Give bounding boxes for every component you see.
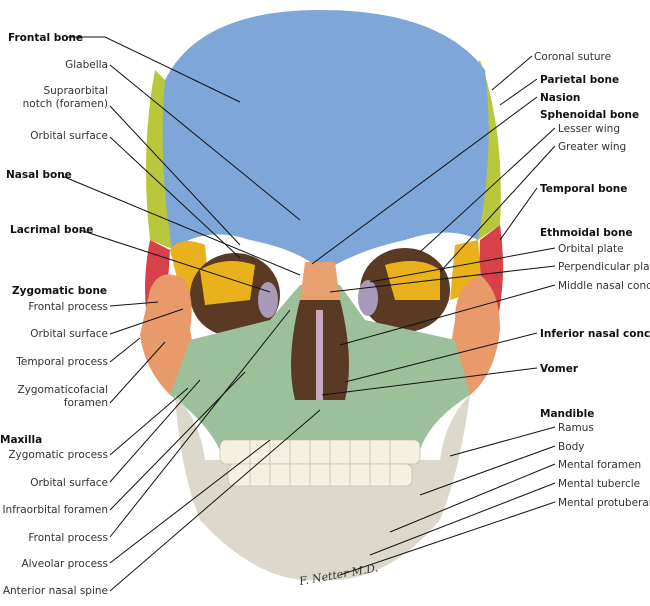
label-zyg-frontal-process: Frontal process bbox=[28, 301, 108, 313]
ethmoid-left bbox=[258, 282, 278, 318]
leader-orbital-plate bbox=[369, 247, 556, 283]
leader-lacrimal-bone bbox=[79, 229, 271, 293]
label-max-alveolar-process: Alveolar process bbox=[21, 558, 108, 570]
label-coronal-suture: Coronal suture bbox=[534, 51, 611, 63]
label-mental-foramen: Mental foramen bbox=[558, 459, 641, 471]
ethmoid-right bbox=[358, 280, 378, 316]
label-sphenoidal-bone: Sphenoidal bone bbox=[540, 109, 639, 121]
leader-max-zygomatic-process bbox=[109, 387, 189, 456]
leader-zygomaticofacial bbox=[109, 341, 166, 404]
label-ramus: Ramus bbox=[558, 422, 594, 434]
leader-max-orbital-surface bbox=[109, 379, 201, 483]
leader-zyg-orbital-surface bbox=[109, 308, 184, 335]
leader-perpendicular-plate bbox=[329, 265, 556, 293]
label-nasion: Nasion bbox=[540, 92, 580, 104]
label-supraorbital-1: Supraorbital bbox=[43, 85, 108, 97]
label-ethmoidal-bone: Ethmoidal bone bbox=[540, 227, 633, 239]
label-mental-protuberance: Mental protuberance bbox=[558, 497, 650, 509]
leader-middle-nasal-concha bbox=[339, 284, 556, 346]
leader-inferior-nasal-concha bbox=[344, 332, 538, 383]
leader-vomer bbox=[321, 367, 538, 396]
vomer-septum bbox=[316, 310, 323, 400]
leader-frontal-bone bbox=[68, 36, 241, 103]
label-max-frontal-process: Frontal process bbox=[28, 532, 108, 544]
teeth bbox=[219, 439, 421, 487]
leader-max-anterior-nasal-spine bbox=[109, 409, 321, 592]
label-temporal-bone: Temporal bone bbox=[540, 183, 627, 195]
left-labels: Frontal bone Glabella Supraorbital notch… bbox=[0, 32, 108, 597]
label-mental-tubercle: Mental tubercle bbox=[558, 478, 640, 490]
frontal-bone bbox=[162, 10, 489, 268]
label-orbital-plate: Orbital plate bbox=[558, 243, 624, 255]
leader-greater-wing bbox=[439, 145, 556, 273]
leader-mental-protuberance bbox=[339, 501, 556, 576]
leader-supraorbital bbox=[109, 105, 241, 246]
leader-mental-tubercle bbox=[369, 482, 556, 556]
label-maxilla: Maxilla bbox=[0, 434, 42, 446]
label-lesser-wing: Lesser wing bbox=[558, 123, 620, 135]
leader-glabella bbox=[109, 64, 301, 221]
label-zygomaticofacial-2: foramen bbox=[64, 397, 108, 409]
label-lacrimal-bone: Lacrimal bone bbox=[10, 224, 93, 236]
leader-zyg-temporal-process bbox=[109, 337, 141, 363]
label-perpendicular-plate: Perpendicular plate bbox=[558, 261, 650, 273]
label-max-anterior-nasal-spine: Anterior nasal spine bbox=[3, 585, 108, 597]
label-vomer: Vomer bbox=[540, 363, 579, 375]
label-frontal-bone: Frontal bone bbox=[8, 32, 83, 44]
mandible bbox=[175, 395, 470, 581]
leader-ramus bbox=[449, 426, 556, 457]
leader-max-frontal-process bbox=[109, 309, 291, 538]
label-zyg-temporal-process: Temporal process bbox=[15, 356, 108, 368]
label-max-infraorbital-foramen: Infraorbital foramen bbox=[2, 504, 108, 516]
label-middle-nasal-concha: Middle nasal concha bbox=[558, 280, 650, 292]
label-greater-wing: Greater wing bbox=[558, 141, 626, 153]
orbit-left-sphenoid bbox=[200, 261, 255, 305]
orbit-right-sphenoid bbox=[385, 261, 440, 300]
leader-max-alveolar-process bbox=[109, 439, 271, 564]
label-nasal-bone: Nasal bone bbox=[6, 169, 72, 181]
right-leader-lines bbox=[311, 55, 556, 576]
leader-coronal-suture bbox=[491, 55, 533, 91]
label-body: Body bbox=[558, 441, 585, 453]
label-mandible: Mandible bbox=[540, 408, 594, 420]
label-zygomaticofacial-1: Zygomaticofacial bbox=[17, 384, 108, 396]
nasal-bone bbox=[300, 262, 340, 300]
label-inferior-nasal-concha: Inferior nasal concha bbox=[540, 328, 650, 340]
leader-frontal-orbital-surface bbox=[109, 136, 241, 259]
leader-zyg-frontal-process bbox=[109, 301, 159, 307]
label-zygomatic-bone: Zygomatic bone bbox=[12, 285, 107, 297]
leader-nasal-bone bbox=[61, 175, 301, 276]
right-labels: Coronal suture Parietal bone Nasion Sphe… bbox=[534, 51, 650, 509]
label-supraorbital-2: notch (foramen) bbox=[23, 98, 108, 110]
left-leader-lines bbox=[61, 36, 321, 592]
leader-lesser-wing bbox=[419, 127, 556, 253]
label-frontal-orbital-surface: Orbital surface bbox=[30, 130, 108, 142]
leader-mental-foramen bbox=[389, 463, 556, 533]
label-glabella: Glabella bbox=[65, 59, 108, 71]
leader-temporal-bone bbox=[499, 187, 538, 241]
label-parietal-bone: Parietal bone bbox=[540, 74, 619, 86]
label-max-zygomatic-process: Zygomatic process bbox=[8, 449, 108, 461]
leader-nasion bbox=[311, 96, 538, 265]
leader-body bbox=[419, 445, 556, 496]
label-max-orbital-surface: Orbital surface bbox=[30, 477, 108, 489]
label-zyg-orbital-surface: Orbital surface bbox=[30, 328, 108, 340]
leader-parietal-bone bbox=[499, 78, 538, 106]
